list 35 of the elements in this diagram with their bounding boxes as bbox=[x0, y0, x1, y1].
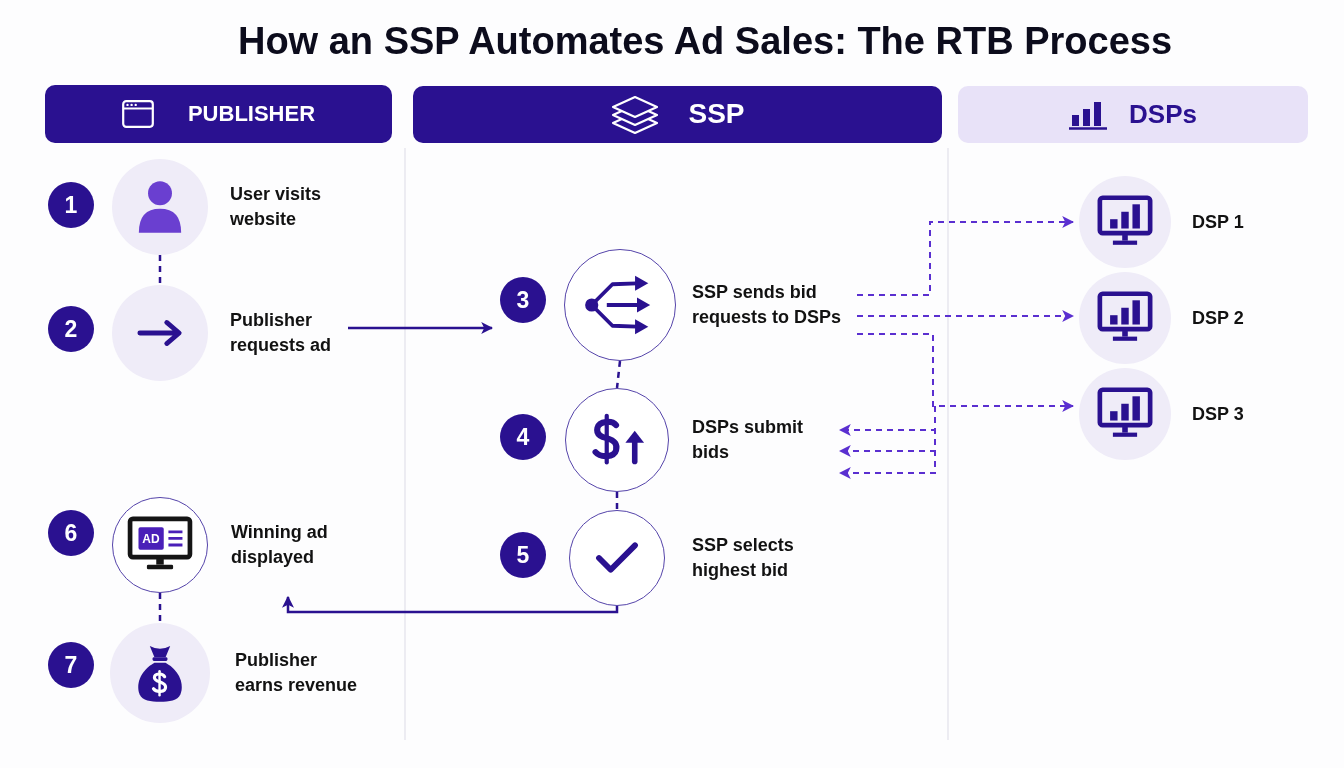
arrow bbox=[348, 322, 494, 334]
step-number: 7 bbox=[48, 642, 94, 688]
step-number: 5 bbox=[500, 532, 546, 578]
dashed-arrow bbox=[838, 405, 936, 479]
dsp-label: DSP 3 bbox=[1192, 402, 1244, 426]
step-number: 4 bbox=[500, 414, 546, 460]
dotted-connector bbox=[158, 593, 162, 623]
step-number: 2 bbox=[48, 306, 94, 352]
column-header bbox=[45, 85, 392, 143]
dashed-arrow bbox=[856, 333, 1075, 412]
column-title: PUBLISHER bbox=[187, 101, 316, 127]
step-label: Winning ad displayed bbox=[231, 521, 329, 569]
dotted-connector bbox=[615, 360, 622, 389]
step-label: Publisher requests ad bbox=[230, 309, 333, 357]
diagram-title: How an SSP Automates Ad Sales: The RTB Process bbox=[236, 19, 1174, 64]
dsp-label: DSP 2 bbox=[1192, 306, 1244, 330]
step-label: Publisher earns revenue bbox=[235, 649, 359, 697]
dsp-label: DSP 1 bbox=[1192, 210, 1244, 234]
step-label: SSP selects highest bid bbox=[692, 534, 795, 582]
step-number: 3 bbox=[500, 277, 546, 323]
dashed-arrow bbox=[856, 216, 1075, 296]
arrow bbox=[282, 595, 619, 614]
column-header bbox=[958, 86, 1308, 143]
dotted-connector bbox=[158, 255, 162, 285]
step-label: DSPs submit bids bbox=[692, 416, 805, 464]
step-label: User visits website bbox=[230, 183, 323, 231]
column-header bbox=[413, 86, 942, 143]
dashed-arrow bbox=[856, 310, 1075, 322]
step-number: 6 bbox=[48, 510, 94, 556]
column-title: SSP bbox=[688, 99, 745, 130]
step-number: 1 bbox=[48, 182, 94, 228]
ad-label: AD bbox=[142, 532, 160, 546]
step-label: SSP sends bid requests to DSPs bbox=[692, 281, 843, 329]
column-title: DSPs bbox=[1129, 100, 1197, 129]
dotted-connector bbox=[615, 492, 619, 510]
